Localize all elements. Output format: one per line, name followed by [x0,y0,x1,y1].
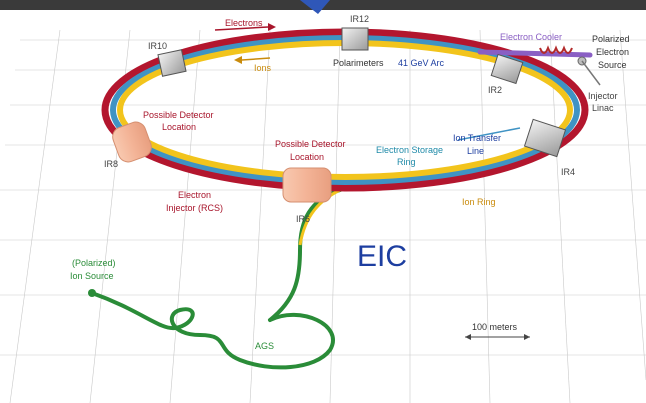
ir6-label: IR6 [296,214,310,224]
ir8-label: IR8 [104,159,118,169]
ion-transfer-label-2: Line [467,146,484,156]
polarized-source-label-1: Polarized [592,34,630,44]
ir-box-ir12 [341,27,369,51]
polarized-source-label-3: Source [598,60,627,70]
ir10-label: IR10 [148,41,167,51]
electron-arrow [214,23,276,31]
electron-injector-label-1: Electron [178,190,211,200]
ion-source-label-1: (Polarized) [72,258,116,268]
ion-source-dot [88,289,96,297]
storage-ring-label-2: Ring [397,157,416,167]
top-banner-arrow [300,0,330,14]
ion-source-label-2: Ion Source [70,271,114,281]
electron-injector-label-2: Injector (RCS) [166,203,223,213]
storage-ring-label-1: Electron Storage [376,145,443,155]
ions-label: Ions [254,63,272,73]
polarimeters-label: Polarimeters [333,58,384,68]
ir4-label: IR4 [561,167,575,177]
ion-transfer-arrow [457,127,521,141]
ion-ring-label: Ion Ring [462,197,496,207]
electrons-label: Electrons [225,18,263,28]
grid-floor [0,29,646,403]
scale-bar-label: 100 meters [472,322,518,332]
detector-ir6 [282,167,332,203]
detector-center-label-1: Possible Detector [275,139,346,149]
scale-bar [465,334,530,340]
detector-left-label-2: Location [162,122,196,132]
ir-box-ir2 [490,53,524,85]
injector-linac-label-2: Linac [592,103,614,113]
eic-title: EIC [357,240,407,273]
ir12-label: IR12 [350,14,369,24]
detector-left-label-1: Possible Detector [143,110,214,120]
electron-cooler [477,45,601,86]
ir-box-ir4 [523,118,567,158]
ion-arrow [234,56,271,64]
transfer-link [298,188,341,246]
electron-cooler-label: Electron Cooler [500,32,562,42]
ags-label: AGS [255,341,274,351]
injector-linac-label-1: Injector [588,91,618,101]
arc-label: 41 GeV Arc [398,58,445,68]
ir-box-ir10 [157,49,187,77]
ir2-label: IR2 [488,85,502,95]
polarized-source-label-2: Electron [596,47,629,57]
ion-transfer-label-1: Ion Transfer [453,133,501,143]
detector-center-label-2: Location [290,152,324,162]
detector-ir8 [112,121,152,163]
